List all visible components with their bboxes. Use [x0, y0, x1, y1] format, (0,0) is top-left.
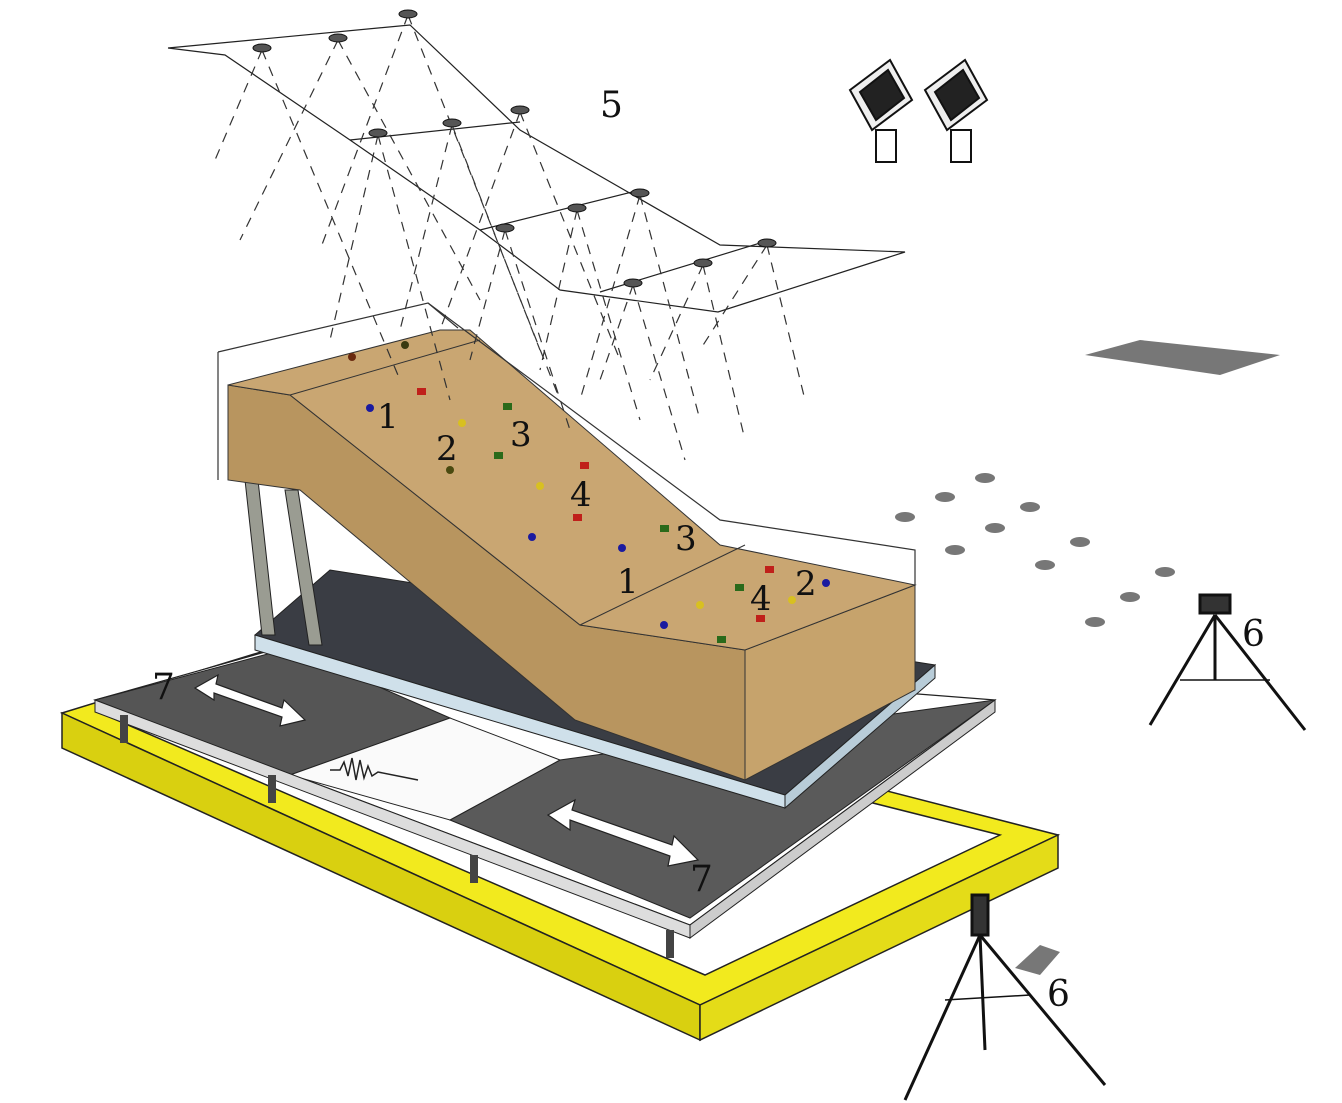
table-legs	[120, 715, 674, 958]
label-sensor-2: 2	[436, 429, 458, 469]
label-sensor-1-lower: 1	[617, 562, 639, 602]
camera-array-frame	[167, 24, 906, 313]
seismic-wave-icon	[330, 757, 419, 781]
glass-container	[217, 302, 916, 585]
spotlight-icons	[848, 58, 989, 163]
sensor-markers	[348, 341, 830, 643]
label-sensor-1: 1	[377, 397, 399, 437]
tripod-camera-front	[903, 893, 1107, 1101]
label-sensor-3-lower: 3	[675, 519, 697, 559]
support-columns	[244, 479, 323, 646]
label-video-camera-right: 6	[1242, 614, 1265, 655]
label-sensor-4-lower: 4	[750, 579, 772, 619]
tripod-camera-right	[1148, 593, 1307, 731]
slope-model	[227, 329, 917, 781]
label-sensor-3: 3	[510, 415, 532, 455]
camera-array-dashes	[214, 14, 806, 461]
label-video-camera-front: 6	[1047, 974, 1070, 1015]
camera-icons	[252, 9, 777, 288]
label-camera-array: 5	[600, 85, 623, 126]
label-sensor-4: 4	[570, 475, 592, 515]
double-arrow-icon	[193, 673, 700, 867]
label-shaking-table-right: 7	[690, 859, 713, 900]
shadows	[895, 340, 1280, 975]
label-sensor-2-lower: 2	[795, 564, 817, 604]
label-shaking-table-left: 7	[152, 667, 175, 708]
